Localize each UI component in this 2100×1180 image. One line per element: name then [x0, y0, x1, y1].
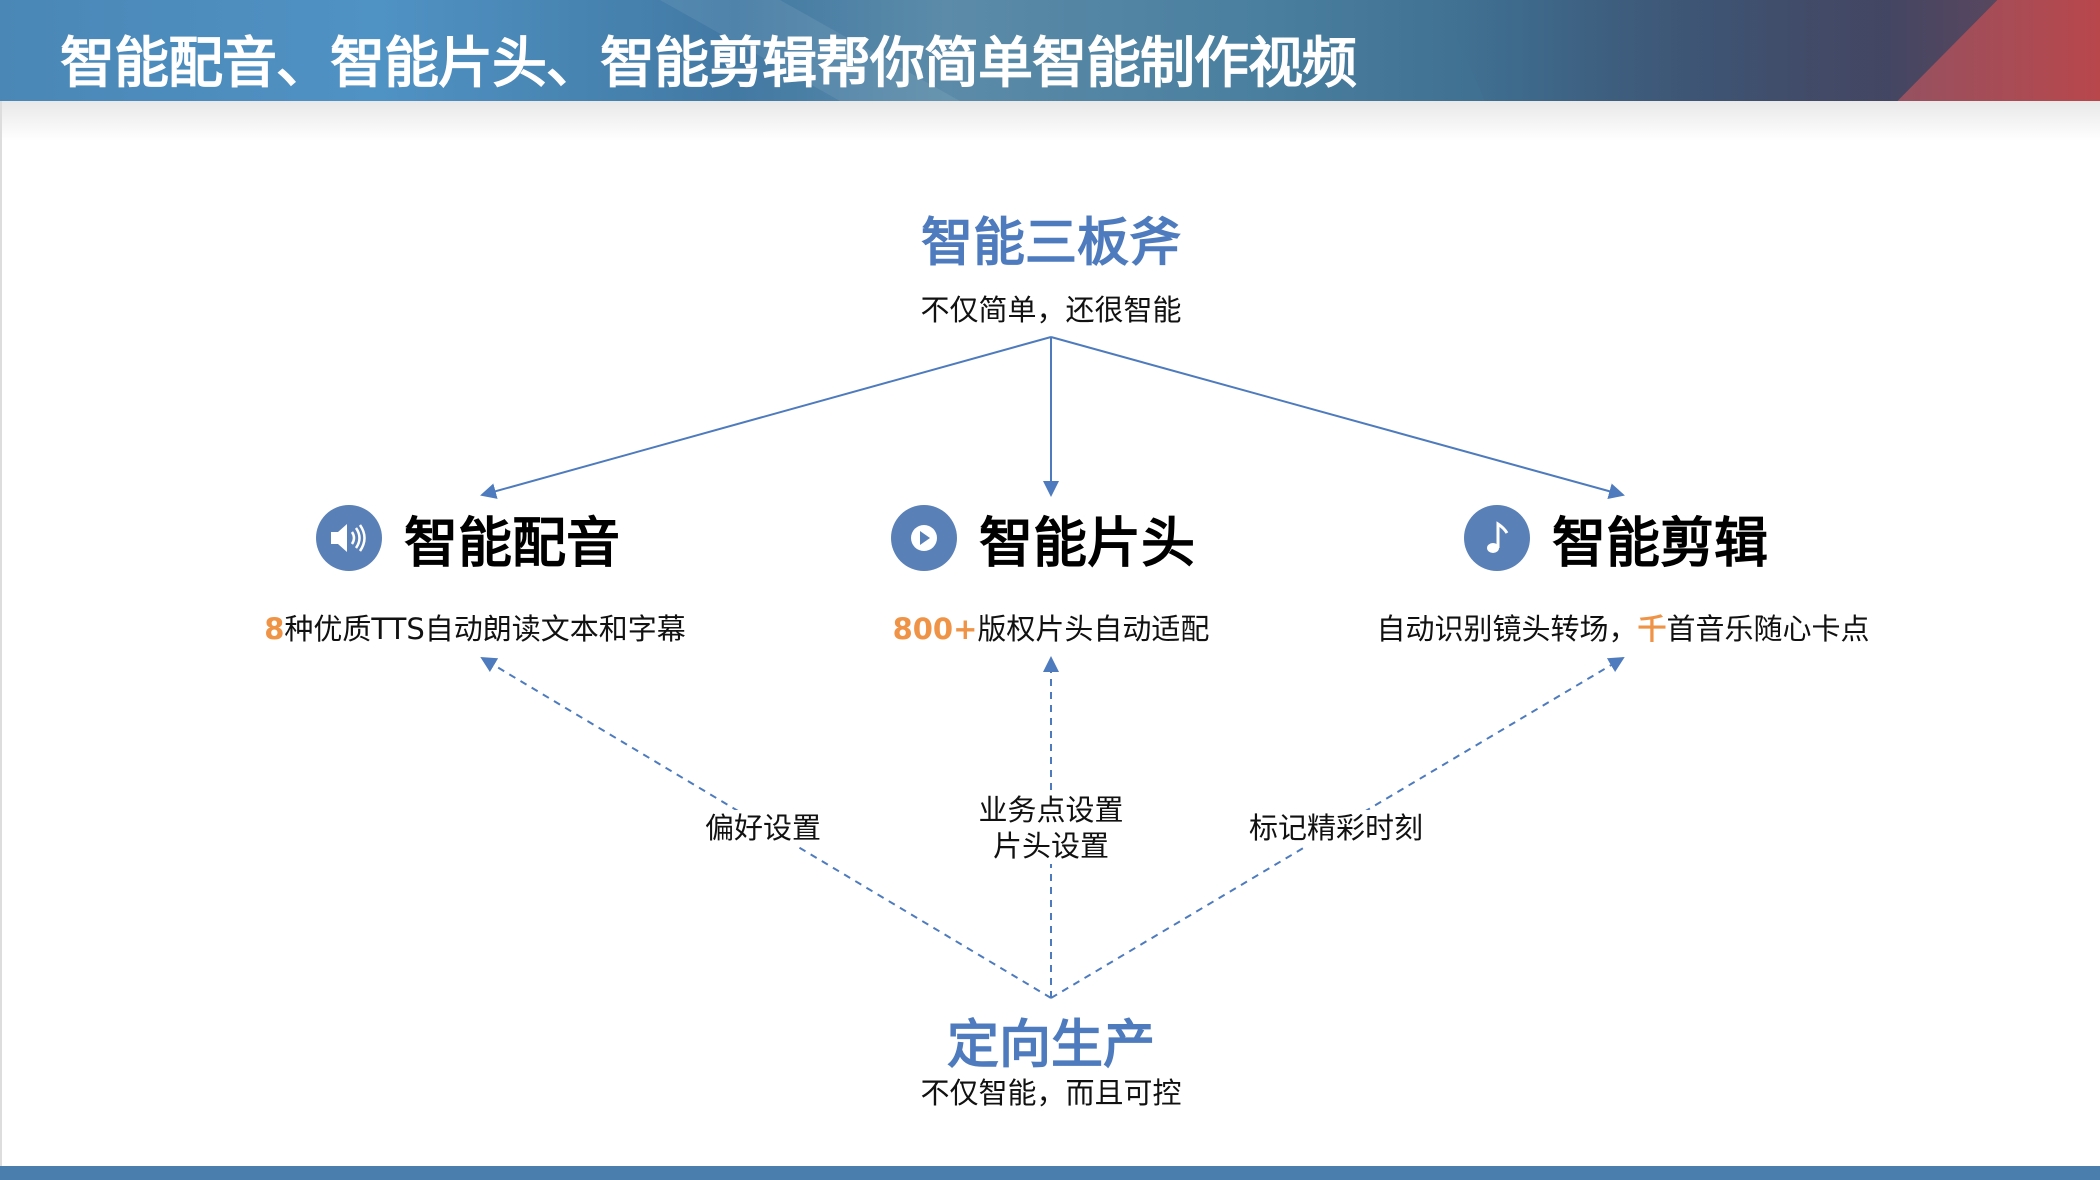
label-highlight-moments: 标记精彩时刻	[1248, 810, 1424, 846]
arrow-to-editing	[1050, 336, 1625, 499]
feature-title-voiceover: 智能配音	[404, 511, 620, 575]
dashed-arrow-to-editing	[1050, 656, 1625, 999]
divider	[0, 101, 2, 1166]
top-subtitle: 不仅简单，还很智能	[920, 293, 1182, 327]
header-shadow	[0, 101, 2100, 141]
header-banner: 智能配音、智能片头、智能剪辑帮你简单智能制作视频	[0, 0, 2100, 101]
arrow-to-voiceover	[480, 336, 1052, 499]
music-note-icon	[1464, 505, 1530, 571]
label-middle-settings: 业务点设置片头设置	[978, 792, 1124, 864]
speaker-icon	[316, 505, 382, 571]
feature-title-editing: 智能剪辑	[1552, 511, 1768, 575]
page-title: 智能配音、智能片头、智能剪辑帮你简单智能制作视频	[60, 31, 1357, 95]
feature-desc-editing: 自动识别镜头转场，千首音乐随心卡点	[1376, 612, 1870, 646]
label-preference-settings: 偏好设置	[704, 810, 822, 846]
play-icon	[891, 505, 957, 571]
top-title: 智能三板斧	[920, 213, 1182, 274]
feature-desc-intro: 800+版权片头自动适配	[892, 612, 1210, 646]
bottom-title: 定向生产	[946, 1015, 1156, 1076]
footer-bar	[0, 1166, 2100, 1180]
feature-title-intro: 智能片头	[979, 511, 1195, 575]
bottom-subtitle: 不仅智能，而且可控	[920, 1076, 1182, 1110]
feature-desc-voiceover: 8种优质TTS自动朗读文本和字幕	[264, 612, 686, 646]
